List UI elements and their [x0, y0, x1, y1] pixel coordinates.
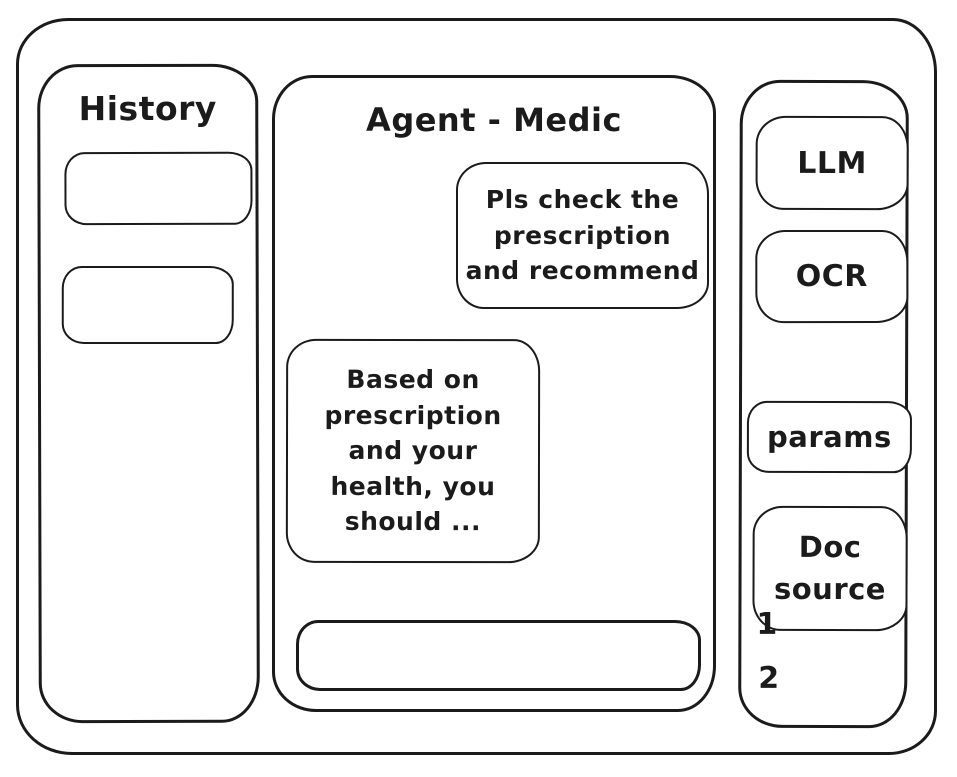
params-box-label: params [767, 419, 892, 455]
params-box[interactable]: params [746, 400, 913, 474]
history-item[interactable] [61, 265, 234, 345]
history-title: History [78, 88, 217, 129]
ocr-box[interactable]: OCR [755, 229, 909, 324]
tools-panel: LLM OCR params Doc source 1 2 [738, 79, 913, 729]
doc-source-box-label: Doc source [773, 530, 887, 606]
llm-box-label: LLM [797, 145, 867, 181]
chat-panel: Agent - Medic Pls check the prescription… [272, 75, 716, 712]
doc-source-item-1[interactable]: 1 [756, 606, 778, 642]
llm-box[interactable]: LLM [755, 115, 909, 211]
chat-input[interactable] [296, 620, 701, 691]
chat-panel-title: Agent - Medic [366, 101, 622, 139]
assistant-message-text: Based on prescription and your health, y… [324, 365, 502, 537]
doc-source-item-2[interactable]: 2 [758, 660, 780, 696]
user-message-bubble: Pls check the prescription and recommend [456, 162, 709, 309]
assistant-message-bubble: Based on prescription and your health, y… [285, 338, 541, 564]
user-message-text: Pls check the prescription and recommend [465, 185, 700, 286]
history-item[interactable] [64, 151, 253, 226]
history-panel: History [37, 63, 260, 724]
ocr-box-label: OCR [795, 258, 868, 295]
